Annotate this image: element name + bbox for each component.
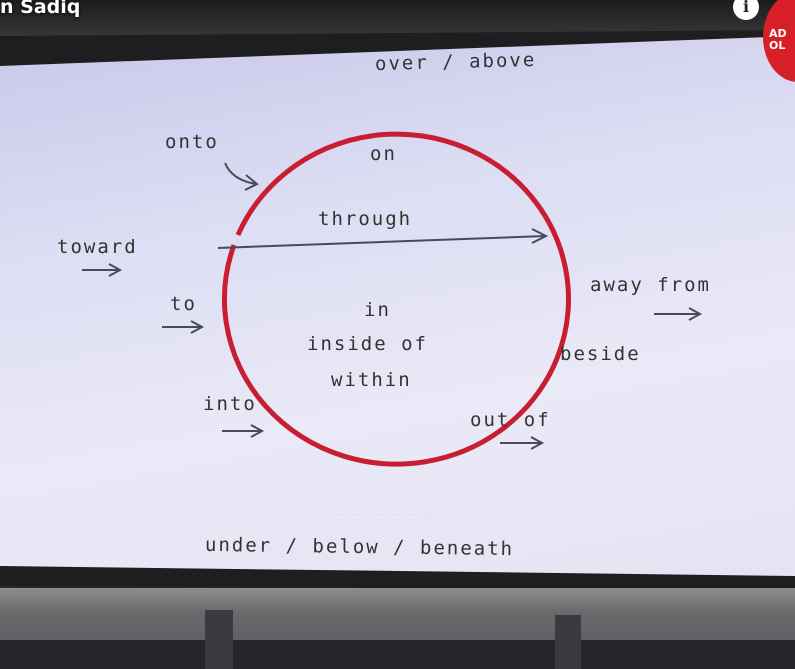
channel-avatar-text: AD OL <box>769 27 787 52</box>
label-into: into <box>203 393 257 415</box>
label-under-below-beneath: under / below / beneath <box>204 533 515 561</box>
monitor-stand-right <box>555 615 581 669</box>
to-arrow-head <box>190 320 205 334</box>
label-inside-of: inside of <box>307 333 428 355</box>
label-toward: toward <box>57 236 138 258</box>
away-from-arrow-head <box>688 307 703 321</box>
boundary-circle <box>222 131 571 467</box>
into-arrow-head <box>250 424 265 438</box>
label-within: within <box>331 369 412 391</box>
onto-arrow-head <box>244 174 259 191</box>
toward-arrow-head <box>108 263 123 277</box>
label-away-from: away from <box>590 274 711 296</box>
through-arrow-head <box>531 228 549 244</box>
onto-arrow <box>224 162 257 185</box>
desk-shelf <box>0 640 795 669</box>
projected-slide <box>0 36 795 576</box>
label-through: through <box>318 208 413 230</box>
label-to: to <box>170 293 197 315</box>
label-in: in <box>364 299 391 321</box>
through-arrow <box>217 235 546 249</box>
label-over-above: over / above <box>374 48 537 76</box>
label-onto: onto <box>165 131 219 153</box>
label-on: on <box>370 143 397 165</box>
video-title[interactable]: n Sadiq <box>0 0 81 18</box>
label-beside: beside <box>560 343 641 365</box>
slide-footnote-dots: · · · · · · · · · · · · · · · · · · · · <box>336 512 437 518</box>
info-icon[interactable]: i <box>733 0 759 20</box>
label-out-of: out of <box>470 409 551 431</box>
monitor-stand-left <box>205 610 233 669</box>
out-of-arrow-head <box>530 436 545 450</box>
